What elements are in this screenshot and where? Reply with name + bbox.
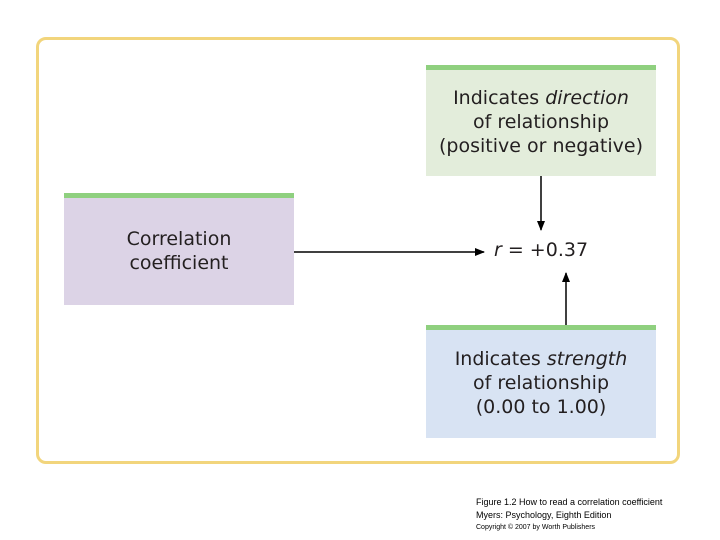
correlation-line-2: coefficient [129,251,229,274]
strength-box: Indicates strength of relationship (0.00… [426,325,656,438]
direction-box: Indicates direction of relationship (pos… [426,65,656,176]
strength-emphasis: strength [546,348,628,371]
caption-title: Figure 1.2 How to read a correlation coe… [476,497,663,507]
direction-line-2: of relationship [472,111,610,134]
caption-copyright: Copyright © 2007 by Worth Publishers [476,524,596,531]
figure-caption: Figure 1.2 How to read a correlation coe… [476,496,716,533]
r-symbol: r [494,239,502,261]
strength-line-2: of relationship [472,372,610,395]
direction-line-3: (positive or negative) [439,134,643,157]
r-value-label: r = +0.37 [494,239,594,265]
direction-emphasis: direction [545,87,629,110]
r-number: = +0.37 [501,239,589,261]
correlation-line-1: Correlation [126,227,232,250]
caption-source: Myers: Psychology, Eighth Edition [476,510,612,520]
strength-line-1: Indicates strength [454,348,628,371]
strength-line-3: (0.00 to 1.00) [475,395,607,418]
direction-line-1: Indicates direction [453,87,629,110]
correlation-coefficient-box: Correlation coefficient [64,193,294,305]
